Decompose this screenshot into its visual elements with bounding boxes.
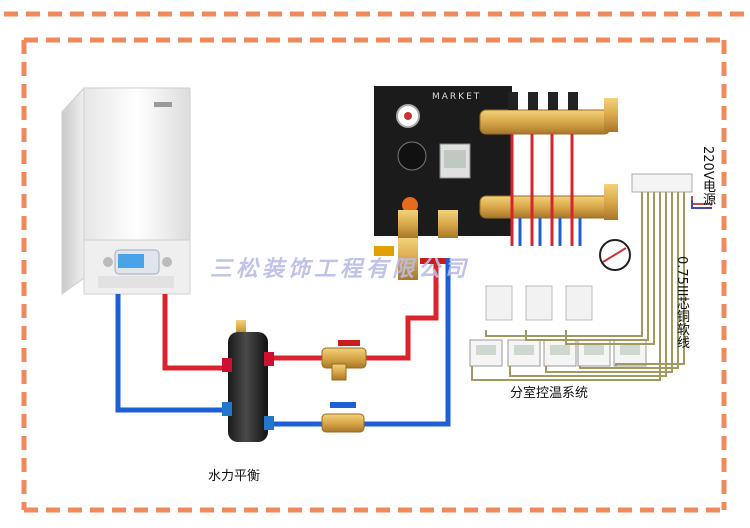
actuator-controllers <box>485 285 593 321</box>
supply-manifold <box>479 92 618 135</box>
signal-wiring <box>471 192 685 381</box>
panel-brand-text: MARKET <box>432 92 481 102</box>
power-supply-label: 220V电源 <box>700 146 715 206</box>
hydraulic-separator <box>222 320 274 442</box>
pump-symbol-icon <box>599 239 631 271</box>
copper-wire-label: 0.75III芯铜软线 <box>674 256 689 349</box>
cold-ball-valve <box>321 402 365 433</box>
hydraulic-balance-label: 水力平衡 <box>208 469 261 484</box>
loop-pipes <box>510 134 582 246</box>
company-watermark: 三松装饰工程有限公司 <box>210 256 471 282</box>
wall-boiler <box>60 86 191 295</box>
zone-control-box <box>631 173 712 209</box>
hot-ball-valve <box>321 340 367 381</box>
zone-temp-control-label: 分室控温系统 <box>510 386 589 401</box>
